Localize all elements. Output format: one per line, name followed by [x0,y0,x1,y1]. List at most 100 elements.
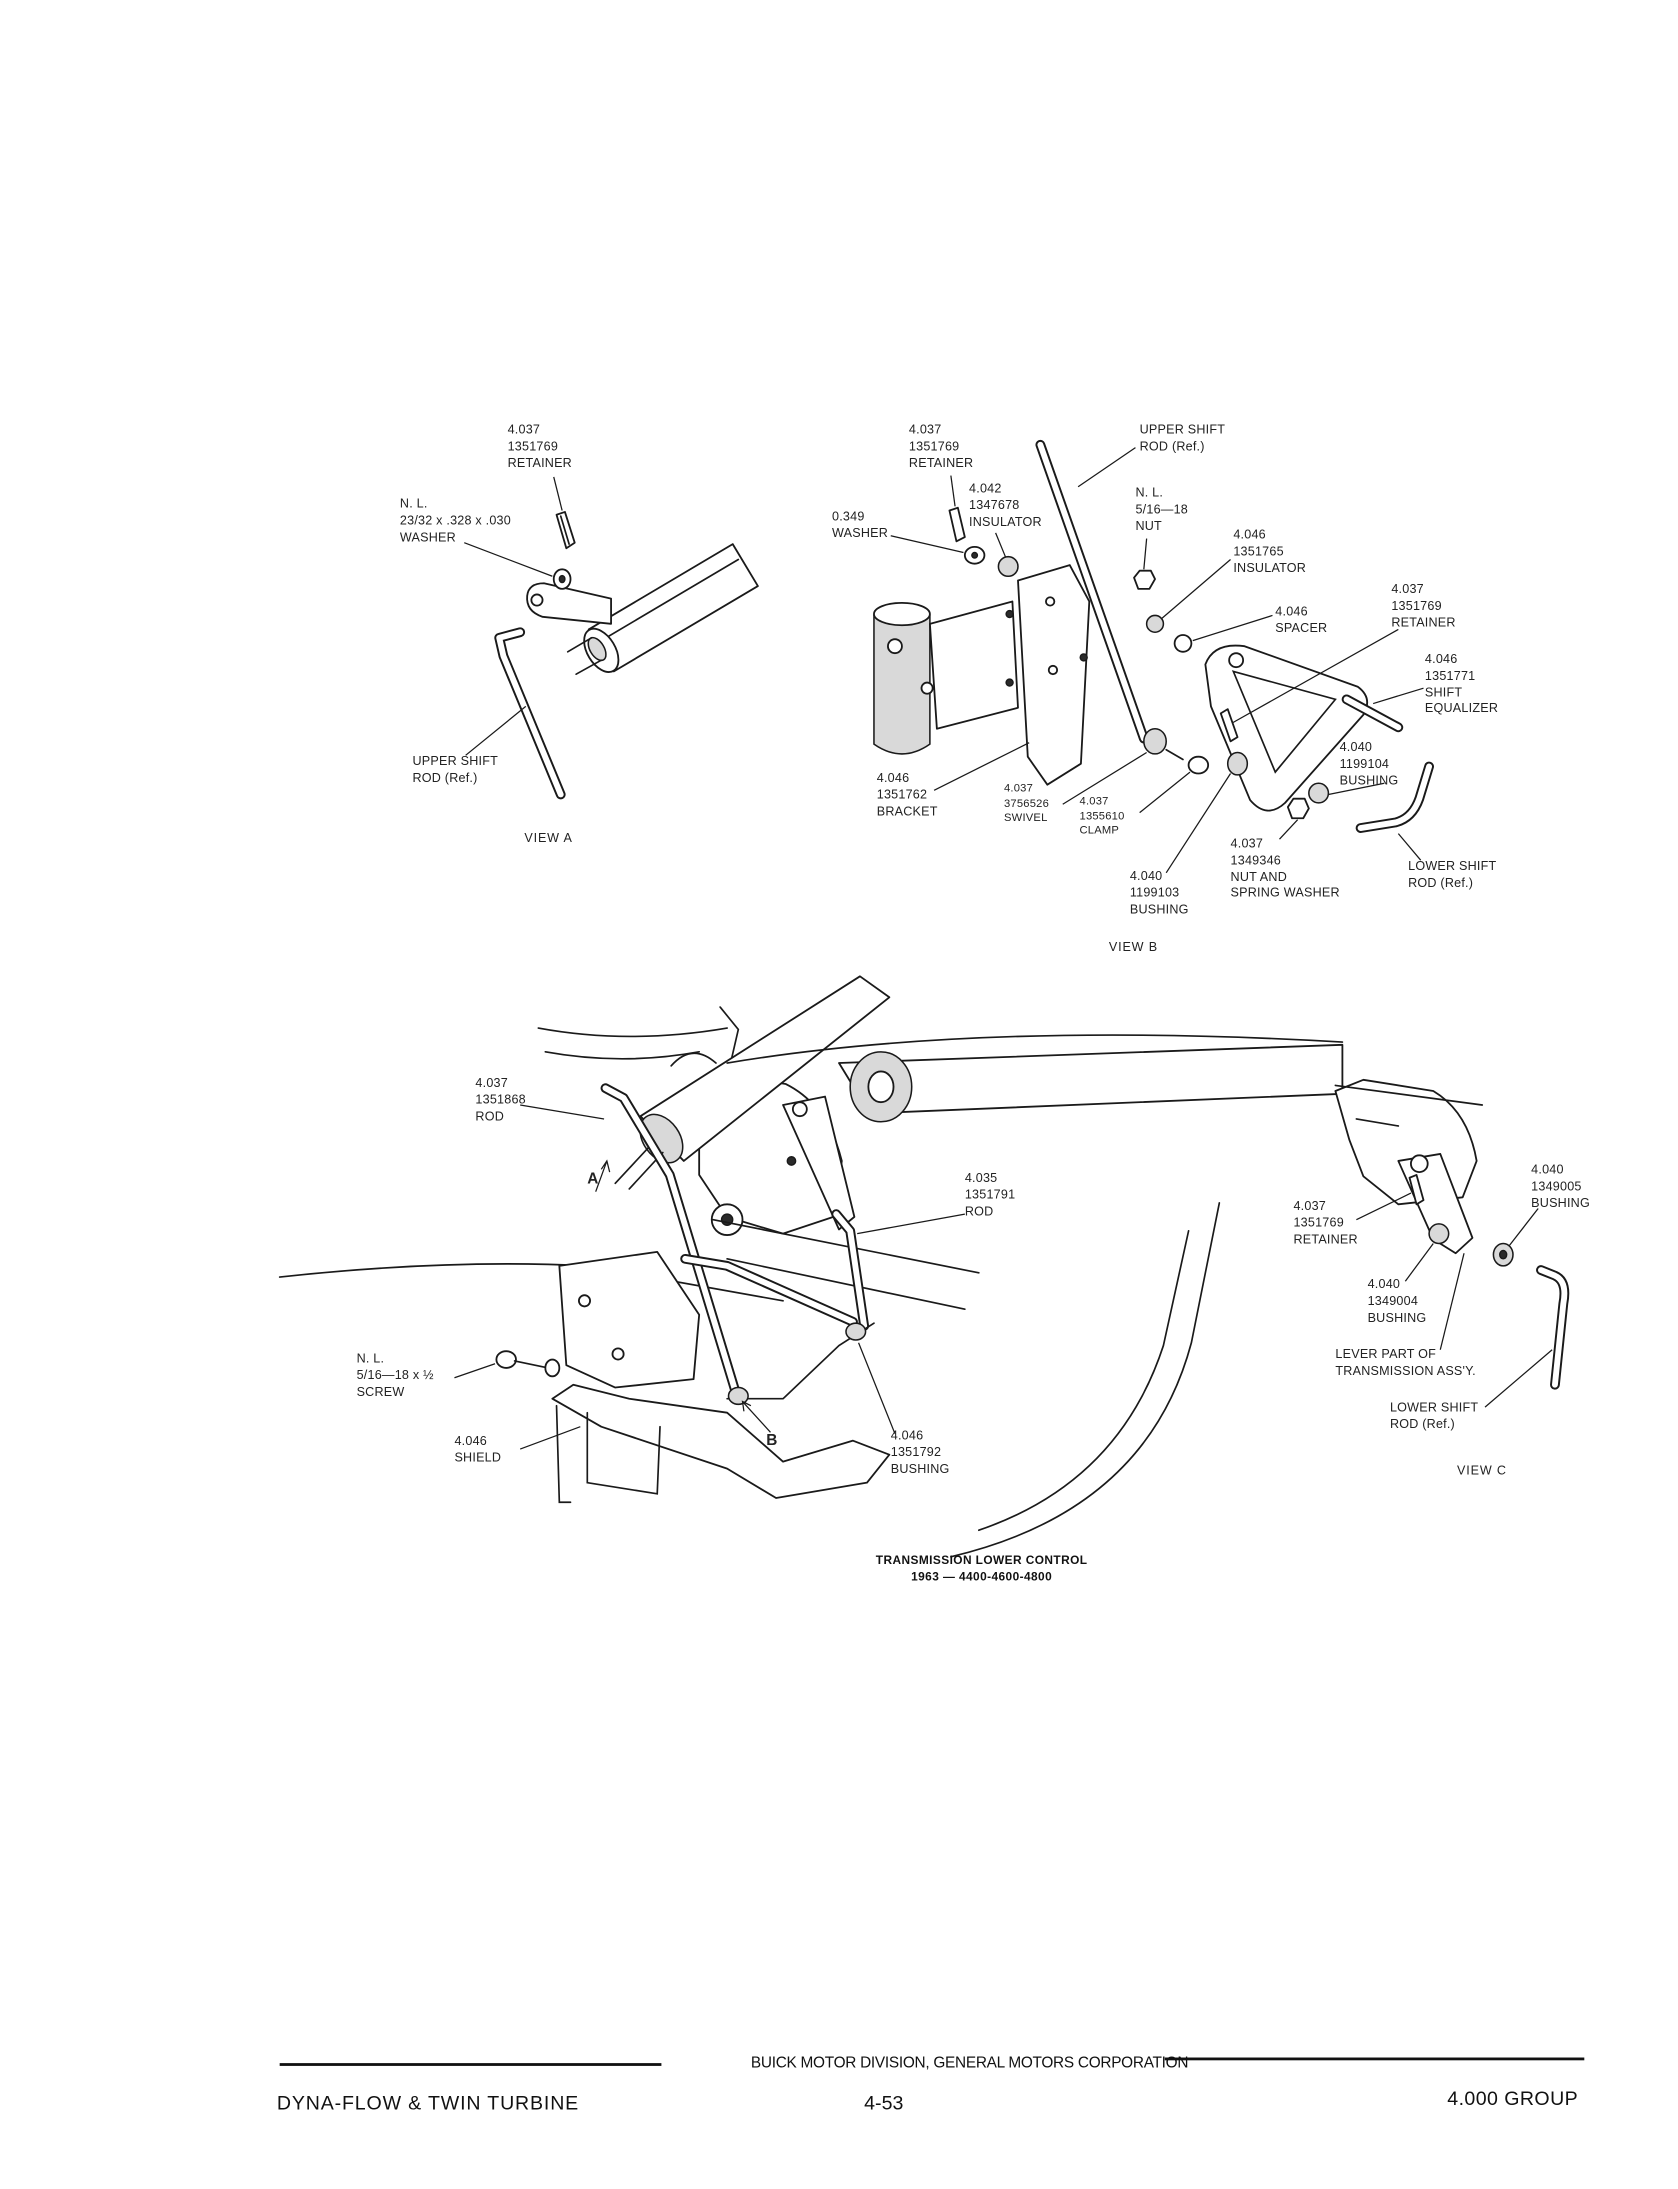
view-c-retainer-callout: 4.037 1351769 RETAINER [1293,1198,1358,1246]
view-c-bushing-1349004-callout: 4.040 1349004 BUSHING [1367,1277,1427,1325]
screw-shank [513,1360,549,1369]
upper-lever-pivot [791,1101,808,1118]
figure-subtitle: 1963 — 4400-4600-4800 [911,1569,1053,1584]
insulator-1351765 [1145,614,1165,633]
upper-shift-rod-a-core [496,629,564,798]
leader-line [1192,614,1273,642]
main-callout-b: B [766,1432,778,1450]
leader-line [464,542,553,577]
case-bolt [786,1156,797,1166]
left-wall [555,1404,572,1504]
screw-head [495,1350,517,1369]
leader-line [465,705,527,756]
callout-b-arrow [741,1400,771,1433]
view-b-insulator-1351765-callout: 4.046 1351765 INSULATOR [1233,527,1307,575]
lower-shift-rod-c-core [1538,1267,1568,1388]
view-a-caption: VIEW A [524,830,573,845]
washer-hole [558,574,566,584]
leader-line [857,1342,896,1434]
upper-shift-rod-b-core [1037,441,1147,742]
leader-line [933,742,1030,791]
view-c-caption: VIEW C [1457,1463,1507,1478]
frame-rail [726,1034,1344,1064]
main-bushing-1351792-callout: 4.046 1351792 BUSHING [890,1428,950,1476]
rod-1351791-core [833,1211,868,1329]
lever-pivot [1410,1154,1429,1174]
view-b-shift-equalizer-callout: 4.046 1351771 SHIFT EQUALIZER [1424,651,1499,716]
leader-line [1404,1243,1434,1282]
footer-page-number: 4-53 [864,2091,904,2114]
floor-pan-flange [670,1006,740,1067]
swivel-stem [1165,748,1184,761]
column-tube-highlight [600,558,740,642]
spacer [1173,634,1193,653]
view-b-retainer-callout: 4.037 1351769 RETAINER [908,422,974,470]
view-b-swivel-callout: 4.037 3756526 SWIVEL [1004,781,1050,824]
leader-line [1139,771,1191,814]
column-housing-cylinder [873,614,931,755]
leader-line [519,1426,581,1450]
retainer-c [1408,1174,1425,1206]
link-end-bushing [727,1386,749,1406]
view-b-insulator-1347678-callout: 4.042 1347678 INSULATOR [969,481,1042,529]
main-rod-1351868-callout: 4.037 1351868 ROD [475,1075,526,1123]
view-b-lower-shift-rod-callout: LOWER SHIFT ROD (Ref.) [1408,858,1497,890]
leader-line [857,1213,965,1235]
main-drawing [278,975,1344,1558]
swivel [1143,727,1167,755]
leader-line [1279,819,1299,840]
propeller-shaft [838,1043,1344,1115]
leader-line [1508,1208,1539,1247]
housing-bolt [1005,609,1014,619]
leader-line [454,1363,496,1379]
crossmember [712,1218,980,1311]
rod-end-hole [530,593,544,607]
view-b-retainer-right-callout: 4.037 1351769 RETAINER [1391,581,1456,629]
view-b-caption: VIEW B [1108,939,1158,954]
bushing-1199103 [1226,751,1249,776]
view-a-retainer-callout: 4.037 1351769 RETAINER [507,422,572,470]
leader-line [520,1104,605,1120]
transmission-side-case [558,1250,701,1389]
shield [551,1383,891,1499]
upper-lever [782,1095,856,1231]
view-a-drawing [464,476,759,800]
lower-shift-rod-b-core [1357,763,1433,831]
leader-line [1372,687,1424,705]
view-b-spacer-callout: 4.046 SPACER [1275,604,1328,635]
bushing-1351792 [845,1322,867,1341]
leader-line [950,475,956,507]
housing-boss [920,681,934,695]
shift-lever-arm [526,582,612,625]
retainer-pin [948,506,966,543]
bushing-1199104 [1308,782,1330,804]
leader-line [995,532,1006,557]
leader-line [1356,1192,1412,1221]
view-c-lever-callout: LEVER PART OF TRANSMISSION ASS'Y. [1335,1346,1476,1378]
view-b-nut-spring-washer-callout: 4.037 1349346 NUT AND SPRING WASHER [1230,836,1340,900]
universal-joint-cap [867,1070,895,1104]
figure-title: TRANSMISSION LOWER CONTROL [875,1552,1088,1567]
leader-line [553,476,563,511]
footer-rule-left [279,2063,662,2066]
callout-a-arrow [595,1159,611,1192]
housing-boss [887,638,903,655]
shaft-stub-lines [566,636,603,676]
equalizer-pivot [1228,652,1245,669]
bracket-bolt [1079,653,1088,662]
leader-line [1143,538,1148,570]
view-b-drawing [873,439,1434,874]
washer-0349-hole [971,551,979,559]
view-b-bushing-1199104-callout: 4.040 1199104 BUSHING [1339,739,1399,787]
leader-line [1165,773,1232,874]
column-housing-block [928,600,1019,730]
view-b-clamp-callout: 4.037 1355610 CLAMP [1079,794,1125,837]
transmission-housing-c [1334,1078,1478,1206]
view-b-washer-callout: 0.349 WASHER [832,509,889,540]
view-b-bracket-callout: 4.046 1351762 BRACKET [876,770,938,818]
leader-line [1077,447,1136,488]
footer-section-title: DYNA-FLOW & TWIN TURBINE [276,2091,580,2114]
insulator-1347678 [997,555,1019,578]
